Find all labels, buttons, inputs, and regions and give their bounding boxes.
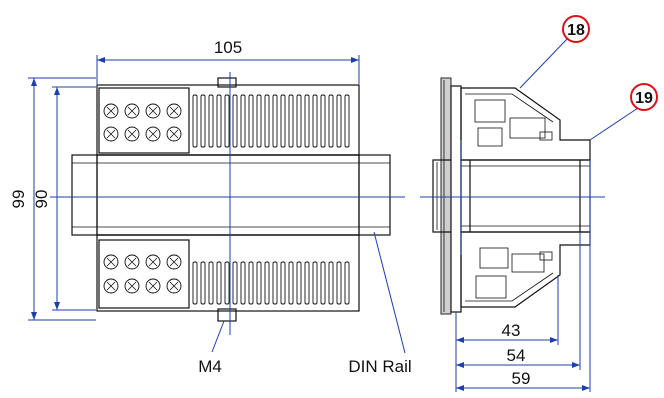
vent-slot xyxy=(312,94,318,148)
depth-dim-59: 59 xyxy=(512,369,531,388)
vent-slot xyxy=(272,94,278,148)
vent-slot xyxy=(304,94,310,148)
terminal-screw-icon xyxy=(103,126,119,142)
terminal-screw-icon xyxy=(145,103,161,119)
din-rail xyxy=(71,154,391,236)
terminal-screw-icon xyxy=(124,254,140,270)
vent-slot xyxy=(328,261,334,305)
width-dimension: 105 xyxy=(214,38,242,57)
callout-18-label: 18 xyxy=(567,22,585,39)
side-rail-section xyxy=(460,159,591,233)
side-view: 43 54 59 18 19 xyxy=(420,15,658,392)
terminal-screw-icon xyxy=(166,126,182,142)
vent-slot xyxy=(192,261,198,305)
vent-slot xyxy=(320,261,326,305)
side-lower-body xyxy=(460,231,591,308)
vent-slot xyxy=(200,94,206,148)
bottom-terminal-block xyxy=(98,239,190,309)
vent-slot xyxy=(224,261,230,305)
vent-slot xyxy=(216,94,222,148)
vent-slot xyxy=(248,261,254,305)
vent-slot xyxy=(192,94,198,148)
top-mount-tab xyxy=(217,77,237,88)
vent-slot xyxy=(288,94,294,148)
vent-slot xyxy=(232,94,238,148)
terminal-screw-icon xyxy=(166,254,182,270)
vent-slot xyxy=(288,261,294,305)
vent-slot xyxy=(320,94,326,148)
vent-slot xyxy=(336,94,342,148)
terminal-screw-icon xyxy=(145,126,161,142)
bottom-vent-grille xyxy=(192,261,350,305)
internal-components xyxy=(474,99,553,299)
vent-slot xyxy=(304,261,310,305)
vent-slot xyxy=(216,261,222,305)
din-rail-label: DIN Rail xyxy=(348,357,411,376)
vent-slot xyxy=(344,94,350,148)
screw-label: M4 xyxy=(198,357,222,376)
vent-slot xyxy=(264,94,270,148)
terminal-screw-icon xyxy=(103,103,119,119)
front-view: 105 99 90 M4 DIN Rail xyxy=(9,38,412,376)
terminal-screw-icon xyxy=(103,254,119,270)
terminal-screw-icon xyxy=(103,278,119,294)
terminal-screw-icon xyxy=(145,278,161,294)
callout-19-label: 19 xyxy=(635,90,653,107)
terminal-screw-icon xyxy=(124,126,140,142)
vent-slot xyxy=(200,261,206,305)
vent-slot xyxy=(240,94,246,148)
callout-18-circle xyxy=(562,15,590,43)
callout-19-circle xyxy=(630,83,658,111)
vent-slot xyxy=(240,261,246,305)
terminal-screw-icon xyxy=(145,254,161,270)
front-plate xyxy=(440,77,452,315)
vent-slot xyxy=(232,261,238,305)
vent-slot xyxy=(296,261,302,305)
vent-slot xyxy=(280,94,286,148)
terminal-screw-icon xyxy=(166,278,182,294)
depth-dim-54: 54 xyxy=(507,346,526,365)
vent-slot xyxy=(336,261,342,305)
vent-slot xyxy=(296,94,302,148)
side-upper-body xyxy=(460,87,591,161)
terminal-screw-icon xyxy=(166,103,182,119)
inner-height-dimension: 90 xyxy=(32,190,51,209)
vent-slot xyxy=(264,261,270,305)
vent-slot xyxy=(344,261,350,305)
vent-slot xyxy=(208,94,214,148)
depth-dim-43: 43 xyxy=(502,321,521,340)
top-terminal-block xyxy=(98,87,190,154)
vent-slot xyxy=(256,94,262,148)
top-vent-grille xyxy=(192,94,350,148)
vent-slot xyxy=(328,94,334,148)
terminal-screw-icon xyxy=(124,103,140,119)
vent-slot xyxy=(312,261,318,305)
vent-slot xyxy=(224,94,230,148)
outer-height-dimension: 99 xyxy=(9,190,28,209)
terminal-screw-icon xyxy=(124,278,140,294)
bottom-mount-tab xyxy=(217,308,237,322)
vent-slot xyxy=(248,94,254,148)
vent-slot xyxy=(256,261,262,305)
vent-slot xyxy=(272,261,278,305)
vent-slot xyxy=(280,261,286,305)
vent-slot xyxy=(208,261,214,305)
